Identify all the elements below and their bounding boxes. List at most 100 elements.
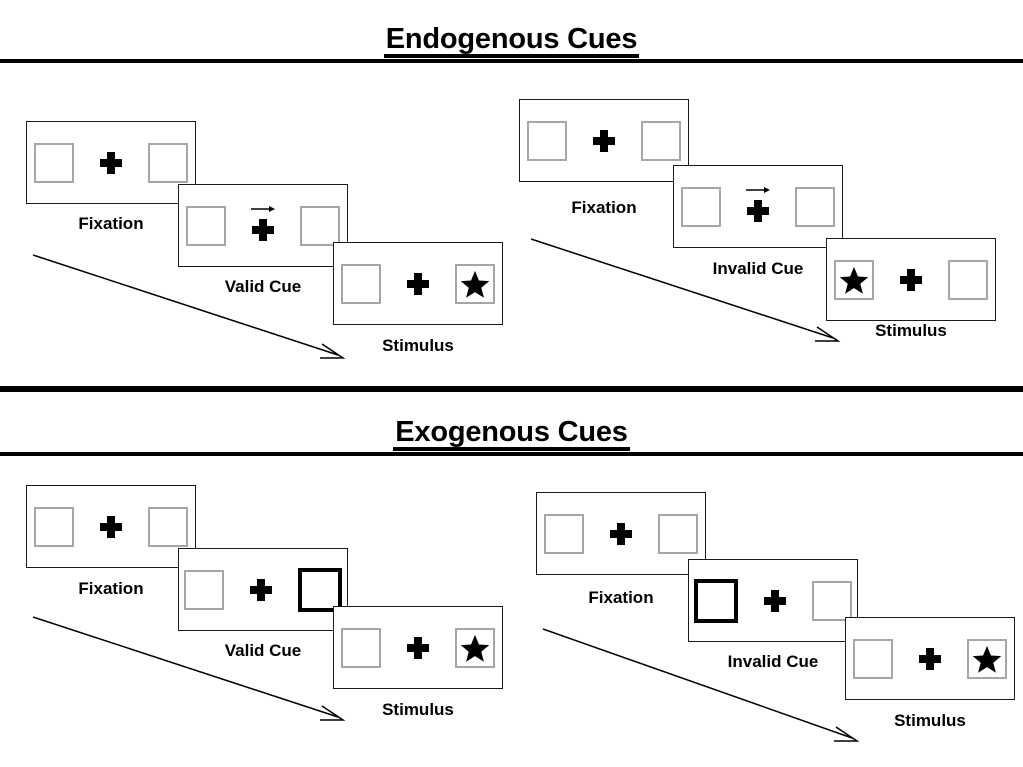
fixation-cross-icon — [610, 522, 632, 545]
right-target-square — [967, 638, 1007, 679]
section-title-endogenous-text: Endogenous Cues — [383, 24, 640, 59]
left-placeholder-square — [681, 186, 721, 227]
fixation-cross-icon — [747, 199, 769, 222]
caption-endogenous-invalid-cue: Invalid Cue — [712, 259, 804, 278]
panel-content — [27, 122, 195, 203]
left-placeholder-square — [544, 513, 584, 554]
left-placeholder-square — [341, 263, 381, 304]
right-placeholder-square — [795, 186, 835, 227]
star-icon — [460, 634, 490, 662]
star-icon — [839, 266, 869, 294]
caption-exogenous-valid-cue: Valid Cue — [224, 641, 302, 660]
right-cued-square — [298, 567, 342, 612]
left-target-square — [834, 259, 874, 300]
right-placeholder-square — [948, 259, 988, 300]
left-cued-square — [694, 578, 738, 623]
spacer — [584, 533, 606, 534]
panel-exogenous-invalid-stimulus — [845, 617, 1015, 700]
caption-endogenous-valid-fixation: Fixation — [78, 214, 144, 233]
panel-exogenous-invalid-fixation — [536, 492, 706, 575]
fixation-cross-wrap — [403, 628, 433, 668]
panel-content — [674, 166, 842, 247]
caption-endogenous-invalid-fixation: Fixation — [571, 198, 637, 217]
spacer — [224, 589, 246, 590]
panel-exogenous-invalid-cue — [688, 559, 858, 642]
spacer — [619, 140, 641, 141]
panel-content — [689, 560, 857, 641]
caption-endogenous-valid-cue: Valid Cue — [224, 277, 302, 296]
flow-arrow-endogenous-invalid — [528, 234, 848, 349]
right-target-square — [455, 627, 495, 668]
left-placeholder-square — [341, 627, 381, 668]
spacer — [636, 533, 658, 534]
fixation-cross-wrap — [96, 143, 126, 183]
spacer — [74, 162, 96, 163]
right-placeholder-square — [300, 205, 340, 246]
fixation-cross-icon — [764, 589, 786, 612]
left-placeholder-square — [34, 506, 74, 547]
panel-content — [537, 493, 705, 574]
spacer — [773, 206, 795, 207]
fixation-cross-wrap — [896, 260, 926, 300]
left-placeholder-square — [34, 142, 74, 183]
fixation-cross-wrap — [760, 581, 790, 621]
endogenous-cue-arrow-right-icon — [745, 185, 771, 195]
spacer — [126, 162, 148, 163]
fixation-cross-wrap — [248, 204, 278, 246]
left-placeholder-square — [184, 569, 224, 610]
spacer — [567, 140, 589, 141]
spacer — [381, 647, 403, 648]
spacer — [721, 206, 743, 207]
right-placeholder-square — [812, 580, 852, 621]
caption-endogenous-invalid-stimulus: Stimulus — [875, 321, 947, 340]
fixation-cross-icon — [250, 578, 272, 601]
panel-content — [827, 239, 995, 320]
spacer — [276, 589, 298, 590]
fixation-cross-icon — [407, 272, 429, 295]
caption-exogenous-invalid-cue: Invalid Cue — [727, 652, 819, 671]
caption-endogenous-valid-stimulus: Stimulus — [382, 336, 454, 355]
panel-endogenous-invalid-cue — [673, 165, 843, 248]
panel-endogenous-valid-fixation — [26, 121, 196, 204]
panel-content — [179, 185, 347, 266]
fixation-cross-wrap — [589, 121, 619, 161]
panel-exogenous-valid-cue — [178, 548, 348, 631]
right-target-square — [455, 263, 495, 304]
left-placeholder-square — [527, 120, 567, 161]
section-title-exogenous: Exogenous Cues — [0, 417, 1023, 457]
spacer — [433, 283, 455, 284]
panel-exogenous-valid-fixation — [26, 485, 196, 568]
flow-arrow-endogenous-valid — [30, 250, 350, 365]
spacer — [74, 526, 96, 527]
fixation-cross-wrap — [403, 264, 433, 304]
panel-content — [334, 607, 502, 688]
star-icon — [972, 645, 1002, 673]
panel-content — [179, 549, 347, 630]
panel-content — [846, 618, 1014, 699]
spacer — [278, 225, 300, 226]
caption-exogenous-valid-stimulus: Stimulus — [382, 700, 454, 719]
panel-endogenous-valid-stimulus — [333, 242, 503, 325]
panel-content — [520, 100, 688, 181]
panel-endogenous-invalid-stimulus — [826, 238, 996, 321]
spacer — [738, 600, 760, 601]
section-title-endogenous: Endogenous Cues — [0, 24, 1023, 64]
fixation-cross-icon — [900, 268, 922, 291]
panel-exogenous-valid-stimulus — [333, 606, 503, 689]
spacer — [874, 279, 896, 280]
right-placeholder-square — [148, 142, 188, 183]
caption-exogenous-valid-fixation: Fixation — [78, 579, 144, 598]
spacer — [433, 647, 455, 648]
fixation-cross-wrap — [96, 507, 126, 547]
star-icon — [460, 270, 490, 298]
right-placeholder-square — [148, 506, 188, 547]
endogenous-cue-arrow-right-icon — [250, 204, 276, 214]
fixation-cross-wrap — [246, 570, 276, 610]
spacer — [381, 283, 403, 284]
spacer — [926, 279, 948, 280]
fixation-cross-wrap — [606, 514, 636, 554]
left-placeholder-square — [853, 638, 893, 679]
spacer — [226, 225, 248, 226]
fixation-cross-icon — [407, 636, 429, 659]
